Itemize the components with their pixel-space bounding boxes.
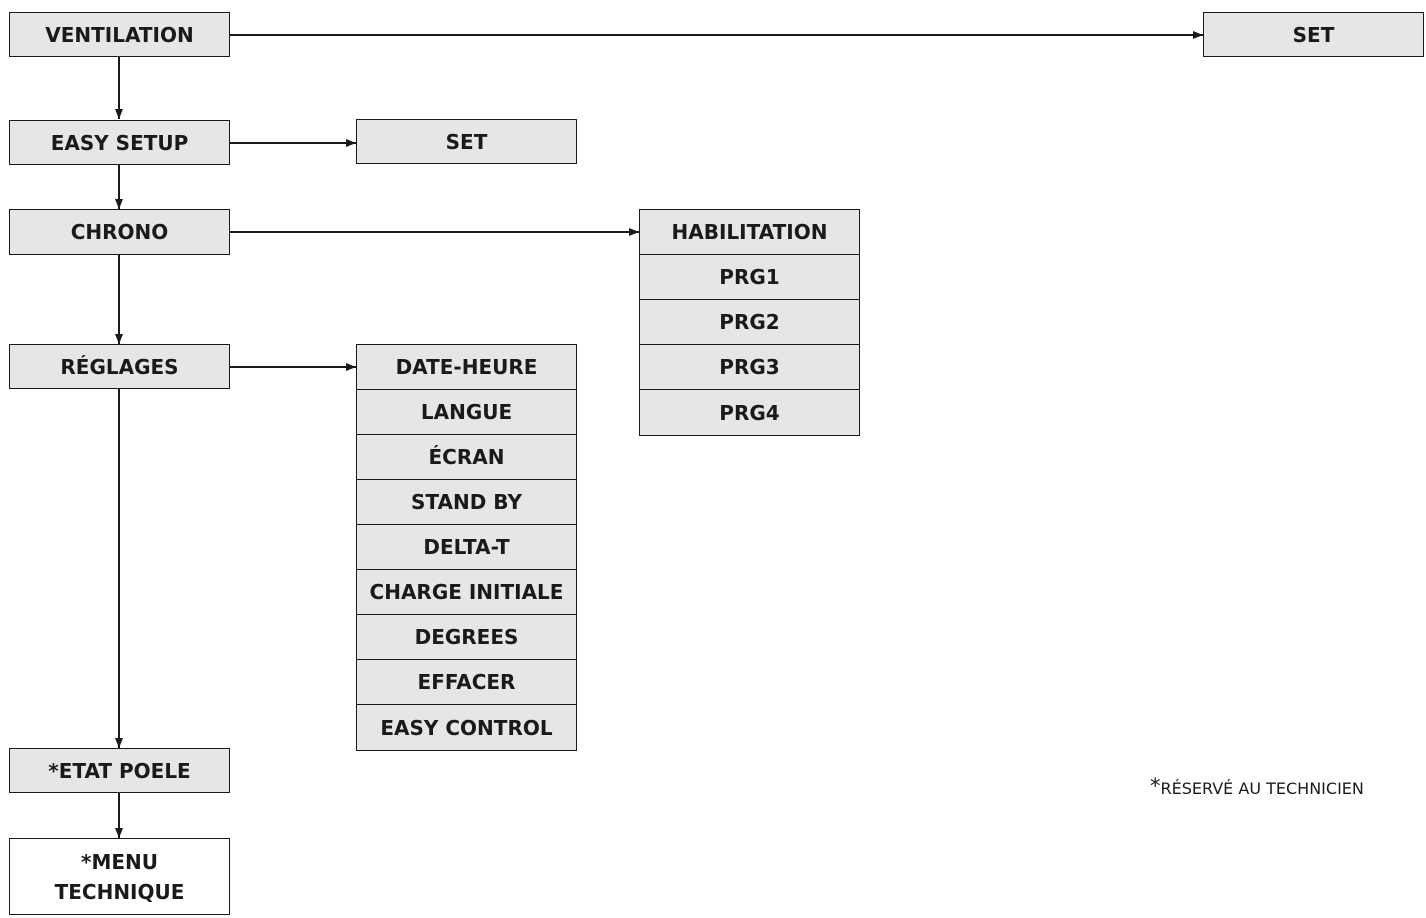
menu-etat-poele[interactable]: *ETAT POELE: [9, 748, 230, 793]
reglages-submenu: DATE-HEURE LANGUE ÉCRAN STAND BY DELTA-T…: [356, 344, 577, 751]
reglages-submenu-item[interactable]: DELTA-T: [357, 525, 576, 570]
menu-technique-line1: *MENU: [80, 849, 158, 874]
menu-ventilation[interactable]: VENTILATION: [9, 12, 230, 57]
reglages-submenu-item[interactable]: STAND BY: [357, 480, 576, 525]
menu-easy-setup[interactable]: EASY SETUP: [9, 120, 230, 165]
chrono-submenu-item[interactable]: PRG2: [640, 300, 859, 345]
footnote: *RÉSERVÉ AU TECHNICIEN: [1150, 774, 1364, 798]
menu-chrono[interactable]: CHRONO: [9, 209, 230, 255]
chrono-submenu-item[interactable]: PRG1: [640, 255, 859, 300]
footnote-text: RÉSERVÉ AU TECHNICIEN: [1160, 779, 1364, 798]
menu-reglages[interactable]: RÉGLAGES: [9, 344, 230, 389]
chrono-submenu: HABILITATION PRG1 PRG2 PRG3 PRG4: [639, 209, 860, 436]
chrono-submenu-item[interactable]: PRG4: [719, 400, 780, 425]
reglages-submenu-item[interactable]: EFFACER: [357, 660, 576, 705]
reglages-submenu-item[interactable]: LANGUE: [357, 390, 576, 435]
chrono-submenu-item[interactable]: PRG3: [640, 345, 859, 390]
ventilation-set-box[interactable]: SET: [1203, 12, 1424, 57]
chrono-submenu-item[interactable]: HABILITATION: [640, 210, 859, 255]
reglages-submenu-item[interactable]: EASY CONTROL: [380, 715, 553, 740]
easy-setup-set-box[interactable]: SET: [356, 119, 577, 164]
reglages-submenu-item[interactable]: DEGREES: [357, 615, 576, 660]
menu-technique-line2: TECHNIQUE: [54, 879, 185, 904]
footnote-asterisk: *: [1150, 774, 1161, 798]
menu-menu-technique[interactable]: *MENU TECHNIQUE: [9, 838, 230, 915]
reglages-submenu-item[interactable]: ÉCRAN: [357, 435, 576, 480]
reglages-submenu-item[interactable]: DATE-HEURE: [357, 345, 576, 390]
reglages-submenu-item[interactable]: CHARGE INITIALE: [357, 570, 576, 615]
